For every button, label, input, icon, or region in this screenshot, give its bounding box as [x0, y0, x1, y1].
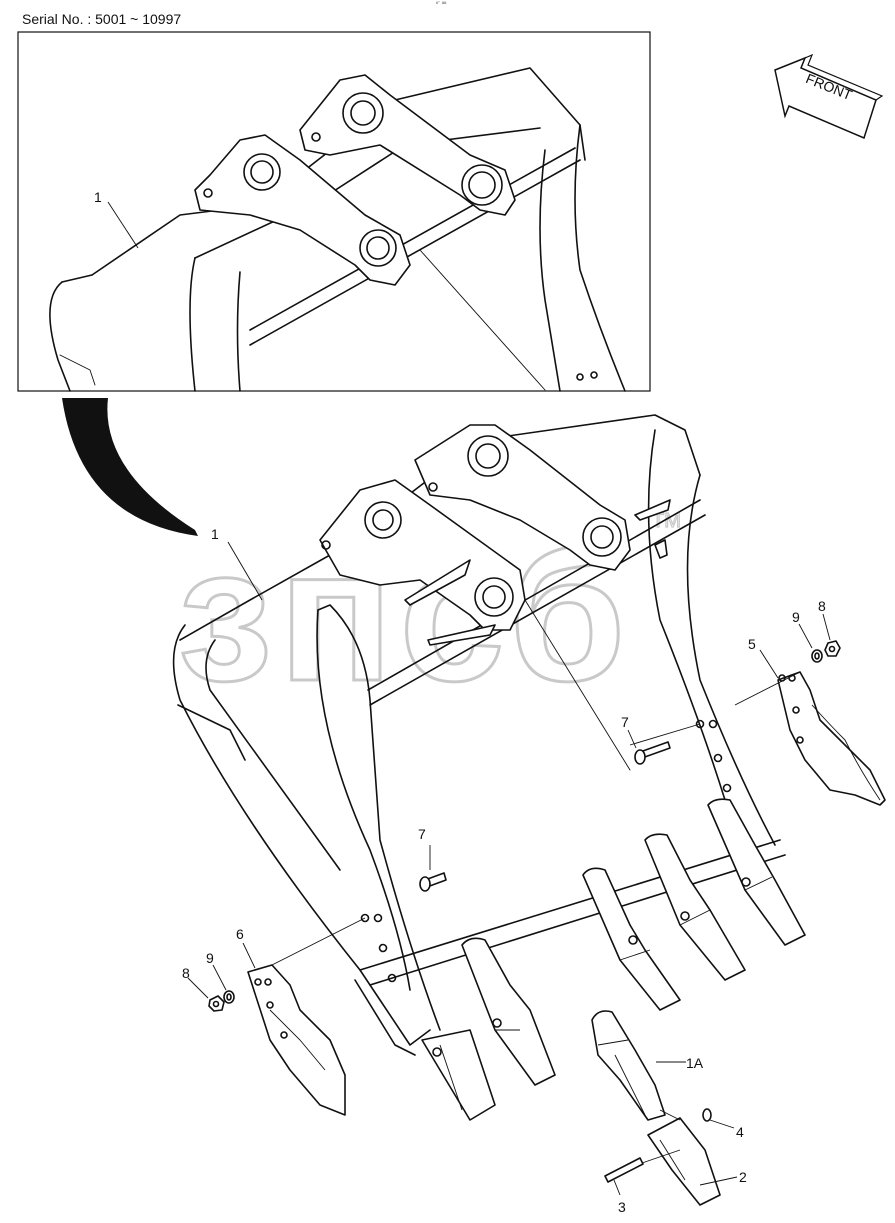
- callout-1A: 1A: [686, 1055, 704, 1071]
- callout-2: 2: [739, 1169, 747, 1185]
- tooth-pin-3: [604, 1157, 644, 1183]
- washer-9a: [811, 649, 823, 663]
- bucket-teeth: [421, 798, 806, 1121]
- callout-9a: 9: [792, 609, 800, 625]
- callout-9b: 9: [206, 950, 214, 966]
- callout-8b: 8: [182, 965, 190, 981]
- callout-8a: 8: [818, 598, 826, 614]
- inset-bucket-detail: [49, 67, 626, 392]
- leader-1-top: [107, 201, 139, 249]
- callout-4: 4: [736, 1124, 744, 1140]
- callout-5: 5: [748, 636, 756, 652]
- header-mark: º¨ ªª: [436, 2, 447, 8]
- front-direction-arrow: FRONT: [774, 53, 884, 140]
- serial-number: Serial No. : 5001 ~ 10997: [22, 11, 182, 27]
- tooth-adapter-1A: [591, 1010, 666, 1121]
- callout-7a: 7: [621, 714, 629, 730]
- side-cutter-5: [777, 671, 886, 806]
- callout-6: 6: [236, 926, 244, 942]
- inset-pointer-arrow: [62, 398, 198, 536]
- side-cutter-6: [247, 964, 346, 1116]
- leader-lines: [187, 541, 831, 1196]
- bolt-7b: [419, 872, 447, 892]
- tooth-lock-4: [702, 1108, 712, 1122]
- callout-7b: 7: [418, 826, 426, 842]
- inset-frame: [17, 31, 651, 392]
- washer-9b: [223, 990, 235, 1004]
- callout-1-top: 1: [94, 189, 102, 205]
- tooth-point-2: [647, 1117, 721, 1206]
- main-bucket: [172, 414, 786, 1056]
- nut-8a: [824, 640, 841, 657]
- nut-8b: [208, 995, 225, 1012]
- callout-3: 3: [618, 1199, 626, 1215]
- bolt-7a: [634, 741, 671, 765]
- callout-1: 1: [211, 526, 219, 542]
